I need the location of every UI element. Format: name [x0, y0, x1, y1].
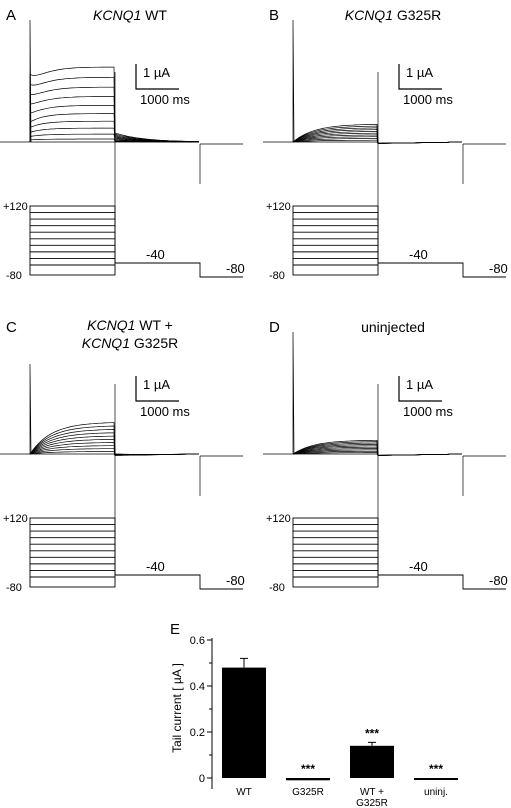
scale-bar-current-label: 1 µA — [406, 377, 433, 392]
current-traces — [263, 331, 506, 518]
protocol-bottom-label: -80 — [269, 270, 285, 282]
trace-sweep — [292, 123, 462, 144]
significance-marker: *** — [301, 762, 315, 776]
title-italic: KCNQ1 — [82, 335, 130, 351]
title-rest: uninjected — [361, 319, 425, 335]
title-italic: KCNQ1 — [93, 7, 141, 23]
scale-bar-current-label: 1 µA — [143, 377, 170, 392]
panel-b: B KCNQ1 G325R 1 µA 1000 ms +120 -80 -40 -80 — [263, 7, 508, 282]
protocol-bottom-label: -80 — [6, 582, 22, 594]
significance-marker: *** — [429, 762, 443, 776]
panel-a: A KCNQ1 WT 1 µA 1000 ms +120 -80 -40 -80 — [0, 7, 245, 282]
tail-current-bar-chart: E Tail current [ µA ] 0 0.2 0.4 0.6 WT *** G3… — [170, 621, 458, 808]
x-tick-label: G325R — [356, 798, 388, 808]
scale-bar-current-label: 1 µA — [143, 65, 170, 80]
protocol-tail — [377, 518, 506, 590]
bar-3 — [414, 778, 458, 780]
trace-sweep — [29, 66, 199, 142]
title-rest: G325R — [393, 7, 441, 23]
panel-title: KCNQ1 WT — [93, 7, 167, 23]
trace-capacitive-spike — [29, 363, 32, 455]
panel-title-line2: KCNQ1 G325R — [82, 335, 178, 351]
y-tick-label: 0.6 — [190, 635, 205, 647]
bar-1 — [286, 778, 330, 781]
title-italic: KCNQ1 — [345, 7, 393, 23]
panel-title: KCNQ1 WT + — [87, 317, 173, 333]
y-tick-label: 0 — [199, 773, 205, 785]
voltage-protocol — [29, 517, 243, 590]
protocol-top-label: +120 — [266, 201, 291, 213]
trace-sweep — [292, 439, 463, 456]
trace-capacitive-spike — [292, 331, 295, 455]
protocol-end-label: -80 — [226, 573, 245, 588]
x-tick-label: WT + — [360, 787, 384, 798]
x-tick-label: uninj. — [424, 787, 448, 798]
bars: WT***G325R***WT +G325R***uninj. — [222, 657, 458, 808]
current-traces — [0, 363, 243, 518]
title-rest: G325R — [130, 335, 178, 351]
panel-letter: B — [269, 7, 279, 24]
voltage-protocol — [292, 205, 506, 278]
panel-letter: C — [6, 319, 17, 336]
y-axis-label: Tail current [ µA ] — [170, 663, 184, 753]
protocol-tail-label: -40 — [146, 559, 165, 574]
scale-bar — [398, 376, 442, 402]
panel-letter: D — [269, 319, 280, 336]
protocol-end-label: -80 — [489, 261, 508, 276]
trace-sweep — [29, 422, 200, 455]
scale-bar-time-label: 1000 ms — [140, 92, 190, 107]
x-tick-label: G325R — [292, 787, 324, 798]
panel-title: KCNQ1 G325R — [345, 7, 441, 23]
protocol-tail-label: -40 — [409, 247, 428, 262]
protocol-bottom-label: -80 — [6, 270, 22, 282]
scale-bar — [398, 64, 442, 90]
bar-0 — [222, 667, 266, 778]
bar-2 — [350, 745, 394, 778]
y-tick-label: 0.2 — [190, 727, 205, 739]
scale-bar — [135, 376, 179, 402]
protocol-top-label: +120 — [266, 513, 291, 525]
protocol-bottom-label: -80 — [269, 582, 285, 594]
scale-bar-time-label: 1000 ms — [403, 92, 453, 107]
protocol-end-label: -80 — [489, 573, 508, 588]
protocol-top-label: +120 — [3, 201, 28, 213]
protocol-tail-label: -40 — [146, 247, 165, 262]
panel-title: uninjected — [361, 319, 425, 335]
axes: 0 0.2 0.4 0.6 — [190, 635, 213, 789]
title-rest: WT — [141, 7, 167, 23]
scale-bar-current-label: 1 µA — [406, 65, 433, 80]
y-tick-label: 0.4 — [190, 681, 205, 693]
title-rest: WT + — [135, 317, 172, 333]
scale-bar — [135, 64, 179, 90]
scale-bar-time-label: 1000 ms — [403, 404, 453, 419]
voltage-protocol — [292, 517, 506, 590]
x-tick-label: WT — [236, 787, 252, 798]
protocol-top-label: +120 — [3, 513, 28, 525]
protocol-tail — [114, 518, 243, 590]
title-italic: KCNQ1 — [87, 317, 135, 333]
trace-capacitive-spike — [292, 19, 295, 143]
protocol-tail — [377, 206, 506, 278]
voltage-protocol — [29, 205, 243, 278]
panel-letter-e: E — [170, 621, 180, 638]
protocol-tail-label: -40 — [409, 559, 428, 574]
protocol-tail — [114, 206, 243, 278]
current-traces — [263, 19, 506, 206]
current-traces — [0, 19, 243, 206]
protocol-end-label: -80 — [226, 261, 245, 276]
panel-letter: A — [6, 7, 16, 24]
significance-marker: *** — [365, 726, 379, 740]
scale-bar-time-label: 1000 ms — [140, 404, 190, 419]
trace-panels: A KCNQ1 WT 1 µA 1000 ms +120 -80 -40 -80 B KCNQ1 … — [0, 7, 508, 594]
